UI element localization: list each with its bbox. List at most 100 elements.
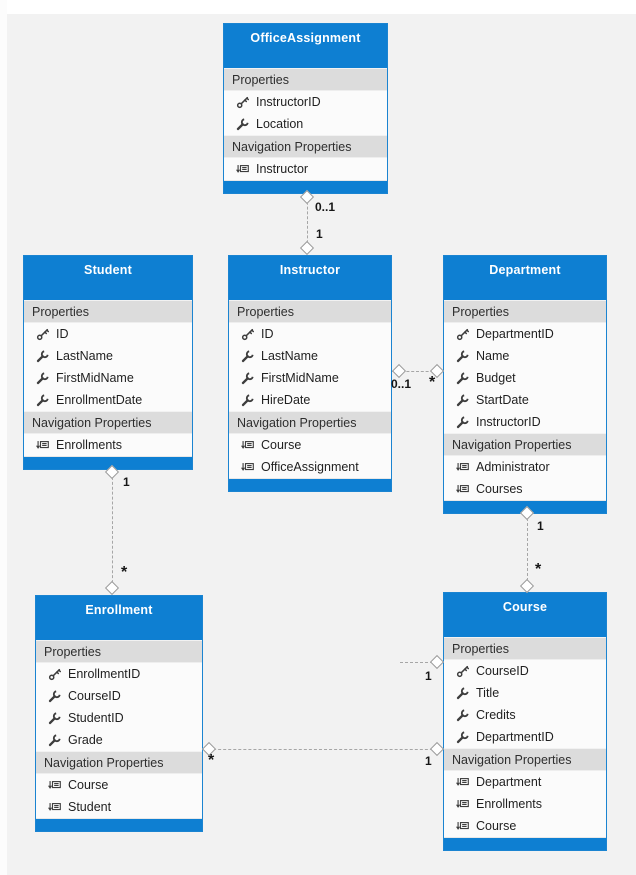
property-name: Name bbox=[476, 349, 510, 363]
property-row[interactable]: Instructor bbox=[224, 158, 387, 180]
navigation-section-header[interactable]: Navigation Properties bbox=[224, 135, 387, 158]
association-line[interactable] bbox=[392, 371, 443, 372]
property-row[interactable]: FirstMidName bbox=[24, 367, 192, 389]
section-label: Navigation Properties bbox=[32, 415, 152, 430]
aggregation-diamond bbox=[429, 741, 445, 757]
property-row[interactable]: ID bbox=[229, 323, 391, 345]
entity-header[interactable]: Student bbox=[24, 256, 192, 300]
property-row[interactable]: Enrollments bbox=[444, 793, 606, 815]
property-row[interactable]: Courses bbox=[444, 478, 606, 500]
property-row[interactable]: OfficeAssignment bbox=[229, 456, 391, 478]
association-line[interactable] bbox=[112, 472, 113, 588]
association-line[interactable] bbox=[203, 749, 443, 750]
property-name: Enrollments bbox=[56, 438, 122, 452]
multiplicity-label: 1 bbox=[537, 519, 544, 533]
multiplicity-label: 0..1 bbox=[391, 377, 412, 391]
association-line[interactable] bbox=[527, 513, 528, 586]
property-row[interactable]: CourseID bbox=[36, 685, 202, 707]
property-row[interactable]: Enrollments bbox=[24, 434, 192, 456]
property-row[interactable]: Name bbox=[444, 345, 606, 367]
property-name: OfficeAssignment bbox=[261, 460, 359, 474]
property-row[interactable]: Course bbox=[36, 774, 202, 796]
aggregation-diamond bbox=[519, 578, 535, 594]
property-row[interactable]: Course bbox=[444, 815, 606, 837]
property-row[interactable]: DepartmentID bbox=[444, 323, 606, 345]
nav-property-icon bbox=[456, 819, 472, 833]
property-row[interactable]: Location bbox=[224, 113, 387, 135]
property-name: FirstMidName bbox=[261, 371, 339, 385]
property-row[interactable]: ID bbox=[24, 323, 192, 345]
wrench-icon bbox=[48, 689, 64, 703]
navigation-section-header[interactable]: Navigation Properties bbox=[444, 433, 606, 456]
property-row[interactable]: DepartmentID bbox=[444, 726, 606, 748]
property-row[interactable]: EnrollmentID bbox=[36, 663, 202, 685]
entity-header[interactable]: Instructor bbox=[229, 256, 391, 300]
property-name: CourseID bbox=[476, 664, 529, 678]
association-line[interactable] bbox=[307, 197, 308, 248]
property-row[interactable]: Course bbox=[229, 434, 391, 456]
navigation-section-header[interactable]: Navigation Properties bbox=[444, 748, 606, 771]
property-row[interactable]: FirstMidName bbox=[229, 367, 391, 389]
wrench-icon bbox=[456, 393, 472, 407]
property-row[interactable]: Department bbox=[444, 771, 606, 793]
properties-section-header[interactable]: Properties bbox=[444, 300, 606, 323]
multiplicity-label: 0..1 bbox=[315, 200, 336, 214]
properties-section-header[interactable]: Properties bbox=[444, 637, 606, 660]
nav-property-icon bbox=[456, 460, 472, 474]
multiplicity-label: * bbox=[208, 752, 215, 769]
entity-header[interactable]: Course bbox=[444, 593, 606, 637]
section-label: Navigation Properties bbox=[237, 415, 357, 430]
property-name: Course bbox=[68, 778, 109, 792]
entity-header[interactable]: Enrollment bbox=[36, 596, 202, 640]
property-row[interactable]: StartDate bbox=[444, 389, 606, 411]
property-row[interactable]: CourseID bbox=[444, 660, 606, 682]
property-row[interactable]: InstructorID bbox=[444, 411, 606, 433]
property-row[interactable]: Credits bbox=[444, 704, 606, 726]
entity-header[interactable]: OfficeAssignment bbox=[224, 24, 387, 68]
section-label: Properties bbox=[44, 644, 101, 659]
association-line[interactable] bbox=[400, 662, 443, 663]
aggregation-diamond bbox=[104, 580, 120, 596]
properties-section-header[interactable]: Properties bbox=[24, 300, 192, 323]
multiplicity-label: * bbox=[121, 564, 128, 581]
property-row[interactable]: InstructorID bbox=[224, 91, 387, 113]
property-name: EnrollmentDate bbox=[56, 393, 143, 407]
multiplicity-label: 1 bbox=[425, 669, 432, 683]
property-row[interactable]: HireDate bbox=[229, 389, 391, 411]
property-name: InstructorID bbox=[256, 95, 321, 109]
navigation-section-header[interactable]: Navigation Properties bbox=[36, 751, 202, 774]
nav-property-icon bbox=[48, 778, 64, 792]
entity-header[interactable]: Department bbox=[444, 256, 606, 300]
navigation-section-header[interactable]: Navigation Properties bbox=[24, 411, 192, 434]
property-row[interactable]: Administrator bbox=[444, 456, 606, 478]
properties-section-header[interactable]: Properties bbox=[36, 640, 202, 663]
property-name: Location bbox=[256, 117, 304, 131]
properties-section-header[interactable]: Properties bbox=[229, 300, 391, 323]
property-row[interactable]: Student bbox=[36, 796, 202, 818]
wrench-icon bbox=[48, 711, 64, 725]
property-row[interactable]: LastName bbox=[229, 345, 391, 367]
properties-section-header[interactable]: Properties bbox=[224, 68, 387, 91]
navigation-section-header[interactable]: Navigation Properties bbox=[229, 411, 391, 434]
wrench-icon bbox=[456, 686, 472, 700]
entity-footer bbox=[24, 456, 192, 469]
key-icon bbox=[456, 327, 472, 341]
property-row[interactable]: Grade bbox=[36, 729, 202, 751]
wrench-icon bbox=[36, 349, 52, 363]
wrench-icon bbox=[241, 393, 257, 407]
property-row[interactable]: Budget bbox=[444, 367, 606, 389]
property-row[interactable]: EnrollmentDate bbox=[24, 389, 192, 411]
property-name: Course bbox=[261, 438, 302, 452]
property-row[interactable]: LastName bbox=[24, 345, 192, 367]
aggregation-diamond bbox=[391, 363, 407, 379]
property-row[interactable]: Title bbox=[444, 682, 606, 704]
property-row[interactable]: StudentID bbox=[36, 707, 202, 729]
key-icon bbox=[456, 664, 472, 678]
aggregation-diamond bbox=[429, 654, 445, 670]
